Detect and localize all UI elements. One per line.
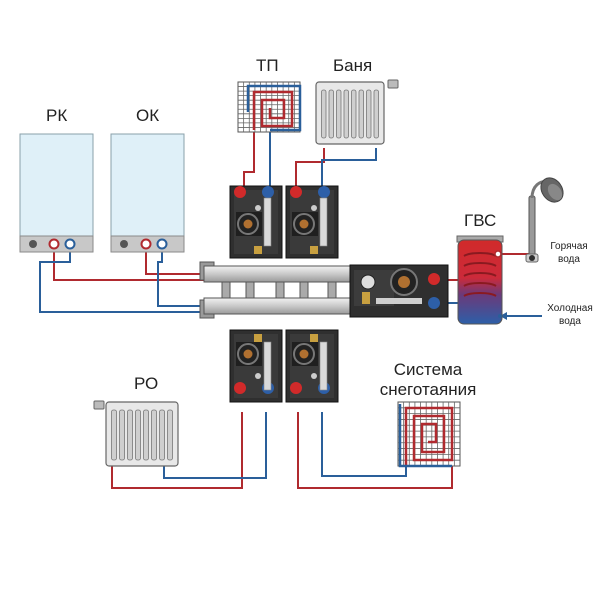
pipe-ok-supply	[145, 250, 210, 275]
shower-icon	[525, 177, 564, 263]
boiler-rk	[19, 133, 94, 253]
label-tp: ТП	[256, 56, 279, 75]
pump-module-tp	[229, 185, 283, 259]
label-ro: РО	[134, 374, 159, 393]
label-ok: ОК	[136, 106, 160, 125]
label-cold-water: Холодная вода	[542, 302, 598, 328]
label-snow-melt: Система снеготаяния	[374, 360, 482, 400]
label-cold-line2: вода	[559, 316, 581, 327]
pump-module-ro	[229, 329, 283, 403]
pipe-banya-supply	[295, 148, 325, 186]
snow-melt-grid	[397, 401, 461, 468]
boiler-ok	[110, 133, 185, 253]
banya-radiator-fins	[321, 89, 379, 139]
ro-radiator-fins	[111, 409, 173, 461]
label-snow-line1: Система	[393, 360, 463, 379]
dhw-tank	[456, 235, 504, 325]
snow-grid-lines	[397, 401, 461, 467]
pump-module-gvs	[349, 264, 449, 318]
cold-water-arrow	[500, 312, 507, 320]
label-gvs: ГВС	[464, 211, 497, 230]
pump-modules	[229, 185, 339, 403]
manifold	[199, 261, 355, 319]
pipe-rk-return	[39, 250, 210, 313]
label-rk: РК	[46, 106, 68, 125]
pipe-hot-water	[498, 232, 533, 255]
label-cold-line1: Холодная	[547, 303, 593, 314]
pump-module-snow	[285, 329, 339, 403]
label-hot-line1: Горячая	[550, 241, 588, 252]
pipe-snow-supply	[297, 412, 453, 489]
label-banya: Баня	[333, 56, 373, 75]
label-snow-line2: снеготаяния	[379, 380, 477, 399]
pump-module-banya	[285, 185, 339, 259]
label-hot-water: Горячая вода	[544, 240, 594, 266]
pipe-snow-return	[321, 412, 407, 477]
pipe-ok-return	[157, 250, 210, 307]
underfloor-grid-tp	[237, 81, 302, 133]
label-hot-line2: вода	[558, 254, 580, 265]
pipe-ro-return	[163, 412, 267, 479]
pipe-rk-supply	[53, 250, 210, 281]
radiator-banya	[315, 79, 399, 145]
pipe-ro-supply	[111, 412, 243, 489]
pipe-tp-supply	[243, 130, 255, 186]
pipe-banya-return	[321, 148, 377, 186]
radiator-ro	[93, 400, 179, 467]
